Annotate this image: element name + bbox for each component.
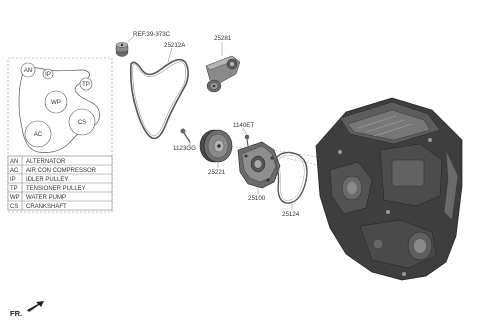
legend-desc: IDLER PULLEY — [26, 177, 68, 183]
fr-label: FR. — [10, 309, 22, 318]
water-pump-gasket — [275, 151, 308, 204]
routing-pulley-an — [20, 62, 36, 78]
routing-belt-path — [18, 67, 100, 153]
belt-routing-panel: AN IP TP WP AC CS — [7, 57, 113, 213]
label-water-pump: 25100 — [248, 195, 266, 202]
routing-pulley-cs — [68, 108, 96, 136]
label-bolt-right: 1140ET — [233, 122, 254, 129]
routing-pulley-tp — [79, 77, 93, 91]
routing-label-cs: CS — [78, 120, 86, 126]
routing-label-wp: WP — [51, 100, 61, 106]
bolt-right — [244, 134, 250, 147]
legend-desc: CRANKSHAFT — [26, 204, 67, 210]
label-gasket: 25124 — [282, 211, 300, 218]
serpentine-belt — [129, 58, 189, 140]
legend-desc: TENSIONER PULLEY — [26, 186, 86, 192]
routing-label-tp: TP — [82, 82, 90, 88]
routing-pulley-wp — [44, 90, 68, 114]
leader-belt — [167, 47, 173, 63]
legend-code: IP — [10, 177, 16, 183]
tensioner-assembly — [205, 55, 241, 93]
ref-pulley — [115, 42, 129, 57]
label-belt: 25212A — [164, 42, 186, 49]
label-pulley: 25221 — [208, 169, 226, 176]
routing-label-ip: IP — [45, 72, 51, 78]
label-bolt-left: 1123GG — [173, 145, 196, 152]
engine-block — [315, 97, 463, 281]
abbreviation-legend: AN ALTERNATOR AC AIR CON COMPRESSOR IP I… — [7, 155, 113, 211]
assembly-line — [247, 145, 337, 161]
legend-code: AN — [10, 159, 18, 165]
legend-desc: WATER PUMP — [26, 195, 66, 201]
label-ref: REF.39-373C — [133, 31, 171, 38]
water-pump-pulley — [199, 129, 233, 163]
routing-label-an: AN — [24, 68, 32, 74]
leader-bolt-right — [242, 127, 248, 136]
routing-dashed-frame — [7, 57, 113, 213]
routing-label-ac: AC — [34, 132, 43, 138]
front-direction-marker: FR. — [10, 301, 44, 318]
water-pump-body — [237, 141, 281, 189]
routing-pulley-ac — [24, 120, 52, 148]
legend-code: WP — [10, 195, 20, 201]
legend-code: TP — [10, 186, 18, 192]
fr-arrow-icon — [27, 301, 44, 312]
legend-desc: ALTERNATOR — [26, 159, 66, 165]
legend-code: AC — [10, 168, 19, 174]
bolt-left — [180, 128, 191, 143]
leader-ref — [127, 35, 135, 43]
label-tensioner: 25281 — [214, 35, 232, 42]
routing-pulley-ip — [42, 68, 54, 80]
legend-code: CS — [10, 204, 18, 210]
legend-desc: AIR CON COMPRESSOR — [26, 168, 97, 174]
